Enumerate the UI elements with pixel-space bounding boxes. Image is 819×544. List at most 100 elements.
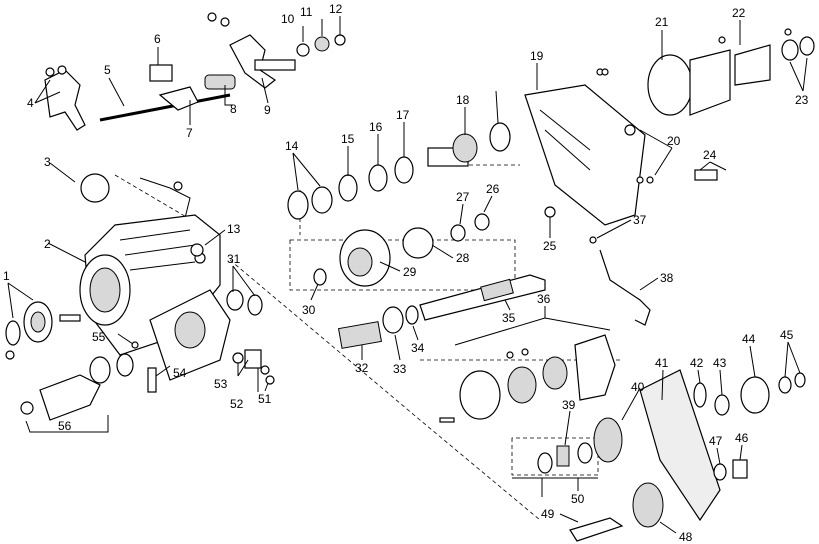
parts (5, 12, 815, 542)
ring-16 (368, 164, 388, 192)
fitting-13 (190, 243, 204, 257)
yoke-56 (39, 374, 101, 421)
extension-21 (647, 54, 693, 116)
flange-44 (740, 376, 770, 414)
callout-3: 3 (44, 155, 51, 169)
callout-35: 35 (502, 311, 516, 325)
callout-5: 5 (104, 63, 111, 77)
callout-40: 40 (631, 380, 645, 394)
callout-20: 20 (667, 134, 681, 148)
callout-50: 50 (571, 492, 585, 506)
washer-53 (232, 352, 244, 364)
callout-27: 27 (456, 190, 470, 204)
spring-11 (314, 36, 330, 52)
callout-56: 56 (58, 419, 72, 433)
callout-16: 16 (369, 120, 383, 134)
magnet-25 (544, 206, 556, 218)
callout-38: 38 (660, 271, 674, 285)
callout-14: 14 (285, 139, 299, 153)
seal-1 (5, 320, 21, 346)
sun-gear-32 (337, 321, 383, 349)
seal-45 (778, 376, 792, 394)
snap-ring-15 (338, 174, 358, 202)
seal-23 (781, 39, 799, 61)
callout-41: 41 (655, 356, 669, 370)
callout-48: 48 (679, 530, 693, 544)
ring-17 (394, 156, 414, 184)
callout-29: 29 (403, 265, 417, 279)
callout-2: 2 (44, 237, 51, 251)
plug-55 (131, 341, 139, 349)
callout-6: 6 (154, 32, 161, 46)
callout-4: 4 (27, 96, 34, 110)
gear-28 (402, 227, 434, 259)
callout-18: 18 (456, 93, 470, 107)
callout-37: 37 (633, 213, 647, 227)
ring-34 (405, 305, 419, 325)
callout-47: 47 (709, 434, 723, 448)
callout-49: 49 (541, 507, 555, 521)
gear-3 (80, 173, 110, 203)
bolt-54 (147, 367, 157, 393)
callout-52: 52 (230, 397, 244, 411)
callout-7: 7 (186, 126, 193, 140)
ring-26 (474, 213, 490, 231)
callout-22: 22 (732, 6, 746, 20)
bearing-31 (226, 289, 244, 311)
oil-pickup-38 (599, 249, 651, 326)
callout-43: 43 (713, 356, 727, 370)
sensor-24 (694, 169, 718, 181)
callout-13: 13 (227, 222, 241, 236)
bracket-6 (149, 64, 173, 82)
callout-45: 45 (780, 328, 794, 342)
callout-32: 32 (355, 361, 369, 375)
driven-sprocket-48 (632, 482, 664, 528)
shift-fork-4 (44, 69, 86, 131)
callout-21: 21 (655, 15, 669, 29)
callout-39: 39 (562, 398, 576, 412)
callout-54: 54 (173, 366, 187, 380)
callout-1: 1 (3, 269, 10, 283)
callout-11: 11 (300, 5, 313, 19)
front-output-shaft-49 (569, 517, 624, 542)
callout-46: 46 (735, 431, 749, 445)
callout-12: 12 (329, 2, 343, 16)
callout-53: 53 (214, 377, 228, 391)
callout-15: 15 (341, 132, 355, 146)
plate-52 (244, 349, 262, 369)
callout-55: 55 (92, 330, 106, 344)
spring-8 (204, 74, 236, 90)
callout-24: 24 (703, 148, 717, 162)
callout-labels: 1 2 3 4 5 6 7 8 9 10 11 12 13 14 15 16 1… (3, 2, 809, 544)
sprocket-40 (593, 417, 623, 463)
callout-17: 17 (396, 108, 410, 122)
screw-37 (589, 236, 597, 244)
ring-47 (713, 463, 727, 481)
spacer-30 (313, 268, 327, 286)
callout-10: 10 (281, 12, 295, 26)
ring-50 (537, 452, 553, 474)
cap-12 (334, 34, 346, 46)
callout-8: 8 (230, 102, 237, 116)
spring-39 (556, 445, 570, 467)
callout-23: 23 (795, 93, 809, 107)
callout-34: 34 (411, 341, 425, 355)
callout-51: 51 (258, 392, 272, 406)
washer-10 (296, 43, 310, 57)
shift-rail-5 (99, 93, 231, 122)
callout-25: 25 (543, 239, 557, 253)
callout-42: 42 (690, 356, 704, 370)
callout-19: 19 (530, 49, 544, 63)
drive-chain-41 (639, 369, 721, 522)
shift-fork-9 (229, 34, 277, 89)
clutch-hub-36 (459, 370, 501, 420)
lever-7 (158, 86, 199, 111)
output-shaft-35 (419, 274, 546, 321)
callout-33: 33 (393, 362, 407, 376)
rear-case-19 (524, 84, 646, 226)
housing-22 (734, 44, 771, 86)
callout-28: 28 (456, 251, 470, 265)
bearing-14 (287, 190, 309, 220)
callout-9: 9 (264, 103, 271, 117)
